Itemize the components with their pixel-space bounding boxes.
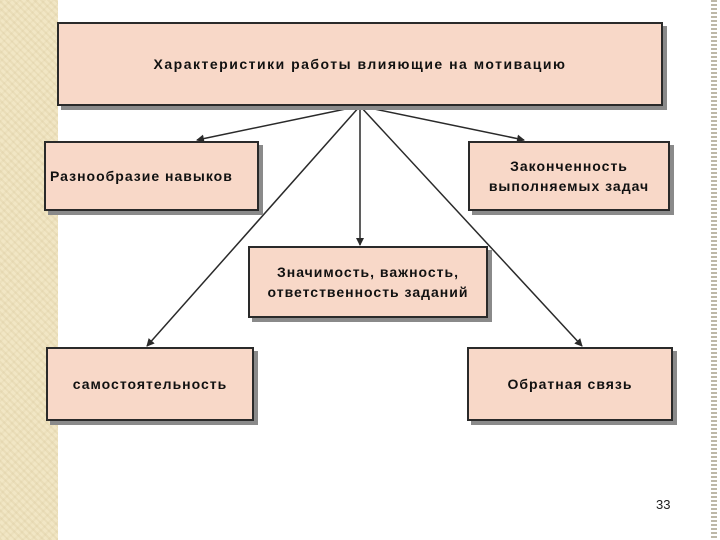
box-task-completeness-line-1: Законченность	[510, 157, 628, 174]
box-task-significance-line-2: ответственность заданий	[267, 284, 469, 300]
box-task-completeness: Законченность выполняемых задач	[468, 141, 670, 211]
box-job-characteristics-label: Характеристики работы влияющие на мотива…	[153, 55, 567, 72]
box-feedback: Обратная связь	[467, 347, 673, 421]
arrow-to-feedback	[359, 105, 583, 347]
box-feedback-label: Обратная связь	[507, 375, 633, 392]
page-number: 33	[656, 497, 671, 512]
box-job-characteristics: Характеристики работы влияющие на мотива…	[57, 22, 663, 106]
box-task-significance-line-1: Значимость, важность,	[276, 263, 460, 280]
dotted-border	[711, 0, 717, 540]
box-skill-variety: Разнообразие навыков	[44, 141, 259, 211]
box-autonomy: самостоятельность	[46, 347, 254, 421]
box-autonomy-label: самостоятельность	[72, 375, 228, 392]
box-skill-variety-label: Разнообразие навыков	[50, 167, 233, 184]
box-task-completeness-line-2: выполняемых задач	[488, 178, 650, 194]
arrow-to-autonomy	[146, 105, 361, 347]
arrow-to-skills	[196, 105, 361, 143]
box-task-significance: Значимость, важность, ответственность за…	[248, 246, 488, 318]
arrow-to-completeness	[359, 105, 525, 143]
